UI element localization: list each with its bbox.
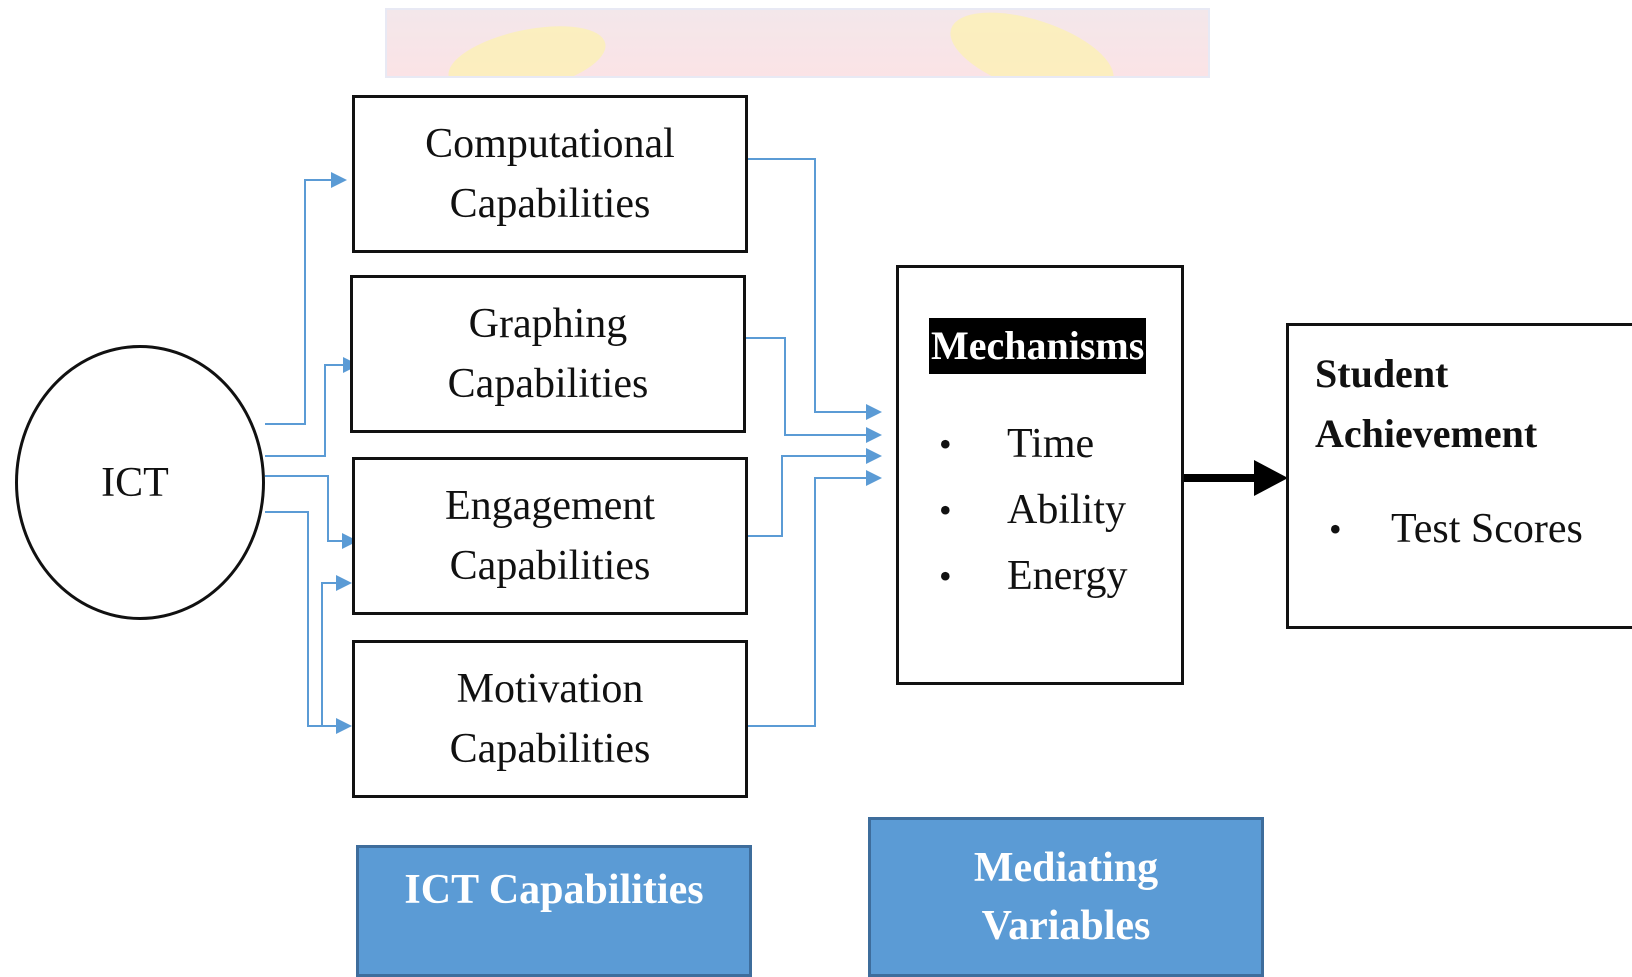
mediating-variables-line1: Mediating: [973, 845, 1159, 891]
mechanisms-to-achievement-arrow: [1184, 460, 1288, 496]
achievement-title-line2: Achievement: [1315, 411, 1538, 456]
ict-capabilities-label: ICT Capabilities: [356, 845, 752, 977]
capability-box-engagement: Engagement Capabilities: [352, 457, 748, 615]
mechanisms-box: Mechanisms Time Ability Energy: [896, 265, 1184, 685]
capability-computational-line2: Capabilities: [449, 181, 651, 227]
connector-ict-graphing: [265, 357, 359, 457]
student-achievement-box: Student Achievement Test Scores: [1286, 323, 1632, 629]
capability-computational-line1: Computational: [425, 121, 675, 167]
mechanisms-list: Time Ability Energy: [939, 411, 1128, 609]
mechanisms-title: Mechanisms: [929, 318, 1147, 374]
capability-graphing-line2: Capabilities: [447, 361, 649, 407]
capability-engagement-line2: Capabilities: [449, 543, 651, 589]
ict-node-label: ICT: [101, 459, 169, 506]
connector-graphing-mechanisms: [745, 337, 882, 443]
mechanism-item-time: Time: [939, 411, 1128, 477]
capabilities-to-mechanisms-connectors: [745, 158, 882, 727]
connector-computational-mechanisms: [748, 158, 882, 420]
connector-ict-engagement: [265, 475, 358, 549]
connector-engagement-mechanisms: [748, 448, 882, 537]
ict-capabilities-label-text: ICT Capabilities: [404, 867, 704, 913]
connector-ict-motivation-branch: [321, 575, 352, 726]
connector-ict-computational: [265, 172, 347, 425]
achievement-item-test-scores: Test Scores: [1329, 496, 1583, 562]
achievement-list: Test Scores: [1329, 496, 1583, 562]
capability-engagement-line1: Engagement: [445, 483, 655, 529]
connector-ict-motivation: [265, 511, 352, 734]
watermark-banner: [385, 8, 1210, 78]
capability-box-graphing: Graphing Capabilities: [350, 275, 746, 433]
mechanism-item-energy: Energy: [939, 543, 1128, 609]
capability-box-computational: Computational Capabilities: [352, 95, 748, 253]
mediating-variables-line2: Variables: [981, 903, 1151, 949]
achievement-title-line1: Student: [1315, 351, 1449, 396]
capability-motivation-line1: Motivation: [456, 666, 644, 712]
capability-graphing-line1: Graphing: [468, 301, 628, 347]
ict-to-capabilities-connectors: [265, 172, 359, 734]
capability-motivation-line2: Capabilities: [449, 726, 651, 772]
ict-node: ICT: [15, 345, 265, 620]
capability-box-motivation: Motivation Capabilities: [352, 640, 748, 798]
connector-motivation-mechanisms: [748, 470, 882, 727]
mediating-variables-label: Mediating Variables: [868, 817, 1264, 977]
mechanism-item-ability: Ability: [939, 477, 1128, 543]
achievement-title: Student Achievement: [1315, 344, 1615, 464]
